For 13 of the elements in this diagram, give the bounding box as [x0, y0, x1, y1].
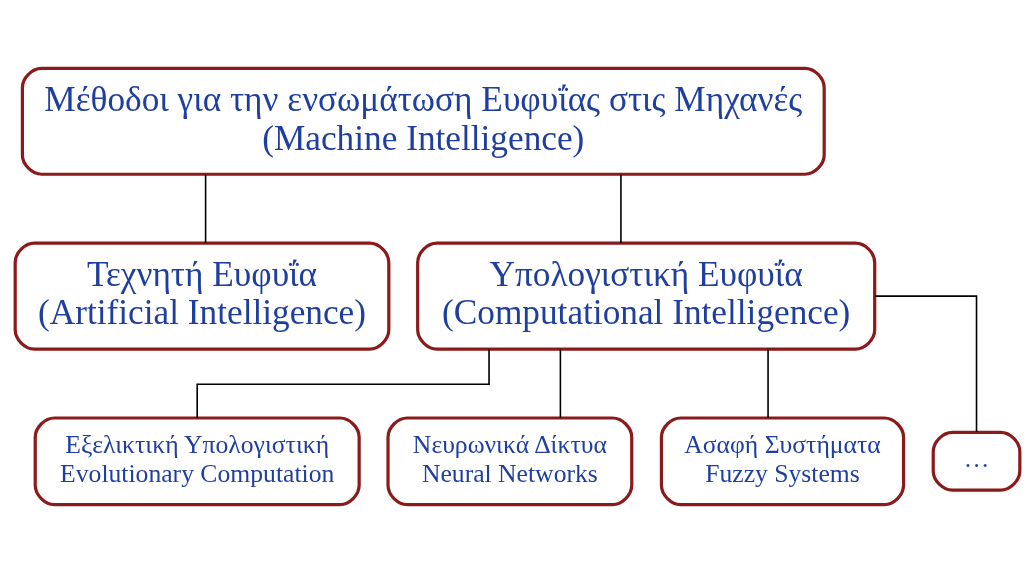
connector — [620, 173, 622, 244]
connector — [196, 348, 490, 419]
node-box: Ασαφή Συστήματα Fuzzy Systems — [659, 415, 906, 506]
node-box: Νευρωνικά Δίκτυα Neural Networks — [386, 415, 634, 506]
connector — [559, 348, 562, 418]
connector — [204, 173, 207, 244]
node-box: Υπολογιστική Ευφυΐα (Computational Intelligence) — [416, 241, 877, 351]
connector — [767, 348, 769, 418]
connector — [873, 294, 978, 433]
node-box: Τεχνητή Ευφυΐα (Artificial Intelligence) — [13, 241, 391, 351]
node-box: Μέθοδοι για την ενσωμάτωση Ευφυΐας στις Μηχανές (Machine Intelligence) — [20, 66, 826, 176]
node-box: Εξελικτική Υπολογιστική Evolutionary Computation — [33, 415, 361, 506]
node-box: … — [931, 430, 1022, 492]
